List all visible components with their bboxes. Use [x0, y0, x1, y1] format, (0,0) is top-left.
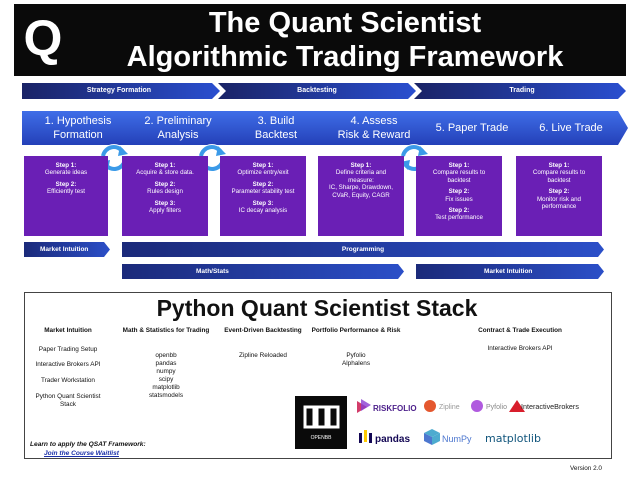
- pyfolio-logo: Pyfolio: [471, 400, 507, 412]
- step-block: Step 2:Test performance: [435, 207, 483, 222]
- bar-market-intuition-1: [24, 242, 110, 257]
- step-block: Step 1:Optimize entry/exit: [237, 162, 289, 177]
- step-block: Step 2:Parameter stability test: [231, 180, 295, 196]
- bar-label-math-stats: Math/Stats: [196, 268, 229, 275]
- col-item: Python Quant Scientist Stack: [35, 393, 101, 408]
- svg-text:RISKFOLIO: RISKFOLIO: [373, 404, 417, 413]
- svg-text:OPENBB: OPENBB: [311, 435, 333, 441]
- svg-text:matplotlib: matplotlib: [485, 432, 541, 445]
- bar-label-programming: Programming: [341, 246, 385, 253]
- col-item: Interactive Brokers API: [487, 345, 553, 352]
- svg-text:Pyfolio: Pyfolio: [486, 404, 507, 411]
- bar-label-market-intuition-1: Market Intuition: [40, 246, 89, 253]
- col-item: numpy: [156, 368, 176, 375]
- col-item: openbb: [155, 352, 177, 359]
- svg-text:InteractiveBrokers: InteractiveBrokers: [521, 402, 579, 411]
- bar-programming: [122, 242, 604, 257]
- phase-label-trading: Trading: [509, 87, 535, 94]
- stage-chevron-4: [318, 111, 432, 145]
- col-head-market-intuition: Market Intuition: [44, 327, 92, 334]
- col-item: Alphalens: [341, 360, 371, 367]
- quant-scientist-logo: Q: [23, 10, 63, 66]
- riskfolio-logo: RISKFOLIO: [357, 399, 417, 413]
- version-label: Version 2.0: [570, 465, 602, 472]
- col-head-execution: Contract & Trade Execution: [478, 327, 562, 334]
- pandas-logo: pandas: [359, 430, 410, 445]
- bar-market-intuition-2: [416, 264, 604, 279]
- col-item: Pyfolio: [346, 352, 366, 359]
- step-block: Step 2:Fix issues: [445, 188, 473, 203]
- stage-chevron-2: [122, 111, 236, 145]
- step-block: Step 1:Define criteria and measure:IC, S…: [329, 162, 393, 199]
- numpy-logo: NumPy: [424, 429, 472, 445]
- cta-text: Learn to apply the QSAT Framework:: [30, 441, 146, 448]
- col-item: matplotlib: [152, 384, 180, 391]
- step-block: Step 3:IC decay analysis: [238, 199, 288, 215]
- col-item: scipy: [158, 376, 174, 383]
- step-box-1: Step 1:Generate ideas Step 2:Efficiently…: [24, 156, 108, 236]
- bar-label-market-intuition-2: Market Intuition: [484, 268, 533, 275]
- step-box-6: Step 1:Compare results to backtest Step …: [516, 156, 602, 236]
- openbb-logo: OPENBB: [295, 396, 347, 449]
- step-box-3: Step 1:Optimize entry/exit Step 2:Parame…: [220, 156, 306, 236]
- stage-chevron-3: [220, 111, 334, 145]
- step-box-2: Step 1:Acquire & store data. Step 2:Rule…: [122, 156, 208, 236]
- library-logos: OPENBB RISKFOLIO Zipline Pyfolio Interac…: [295, 396, 579, 449]
- step-block: Step 3:Apply filters: [149, 199, 181, 215]
- title-line-1: The Quant Scientist: [208, 7, 482, 39]
- step-block: Step 1:Generate ideas: [44, 162, 88, 177]
- step-block: Step 2:Efficiently test: [46, 180, 86, 196]
- step-block: Step 2:Rules design: [147, 180, 183, 196]
- col-item: statsmodels: [148, 392, 184, 399]
- header-banner: [14, 4, 626, 76]
- phase-band-trading: [414, 83, 626, 99]
- stage-label-5: 5. Paper Trade: [435, 122, 509, 134]
- svg-text:Zipline: Zipline: [439, 404, 460, 411]
- matplotlib-logo: matplotlib: [485, 432, 541, 445]
- phase-label-backtesting: Backtesting: [297, 87, 337, 94]
- stage-chevron-6: [514, 111, 628, 145]
- col-item: pandas: [155, 360, 177, 367]
- stage-chevron-1: [22, 111, 138, 145]
- bar-math-stats: [122, 264, 404, 279]
- phase-label-strategy: Strategy Formation: [86, 87, 152, 94]
- col-item: Interactive Brokers API: [35, 361, 101, 368]
- svg-text:NumPy: NumPy: [442, 434, 472, 444]
- stage-chevron-5: [416, 111, 530, 145]
- col-item: Paper Trading Setup: [38, 346, 98, 353]
- step-box-5: Step 1:Compare results to backtest Step …: [416, 156, 502, 236]
- title-line-2: Algorithmic Trading Framework: [126, 41, 564, 73]
- step-block: Step 1:Compare results to backtest: [432, 162, 486, 184]
- col-item: Trader Workstation: [41, 377, 95, 384]
- col-head-portfolio: Portfolio Performance & Risk: [311, 327, 401, 334]
- step-block: Step 2:Monitor risk and performance: [536, 188, 582, 211]
- waitlist-link[interactable]: Join the Course Waitlist: [44, 450, 119, 457]
- col-head-math-stats: Math & Statistics for Trading: [122, 327, 210, 334]
- phase-band-backtesting: [218, 83, 416, 99]
- svg-text:pandas: pandas: [375, 434, 410, 445]
- col-head-backtesting: Event-Driven Backtesting: [224, 327, 302, 334]
- stage-label-6: 6. Live Trade: [539, 122, 603, 134]
- step-block: Step 1:Acquire & store data.: [136, 162, 194, 177]
- stack-title: Python Quant Scientist Stack: [156, 295, 478, 321]
- col-item: Zipline Reloaded: [239, 352, 287, 359]
- step-box-4: Step 1:Define criteria and measure:IC, S…: [318, 156, 404, 236]
- zipline-logo: Zipline: [424, 400, 460, 412]
- interactive-brokers-logo: InteractiveBrokers: [509, 400, 579, 412]
- step-block: Step 1:Compare results to backtest: [532, 162, 586, 184]
- phase-band-strategy: [22, 83, 220, 99]
